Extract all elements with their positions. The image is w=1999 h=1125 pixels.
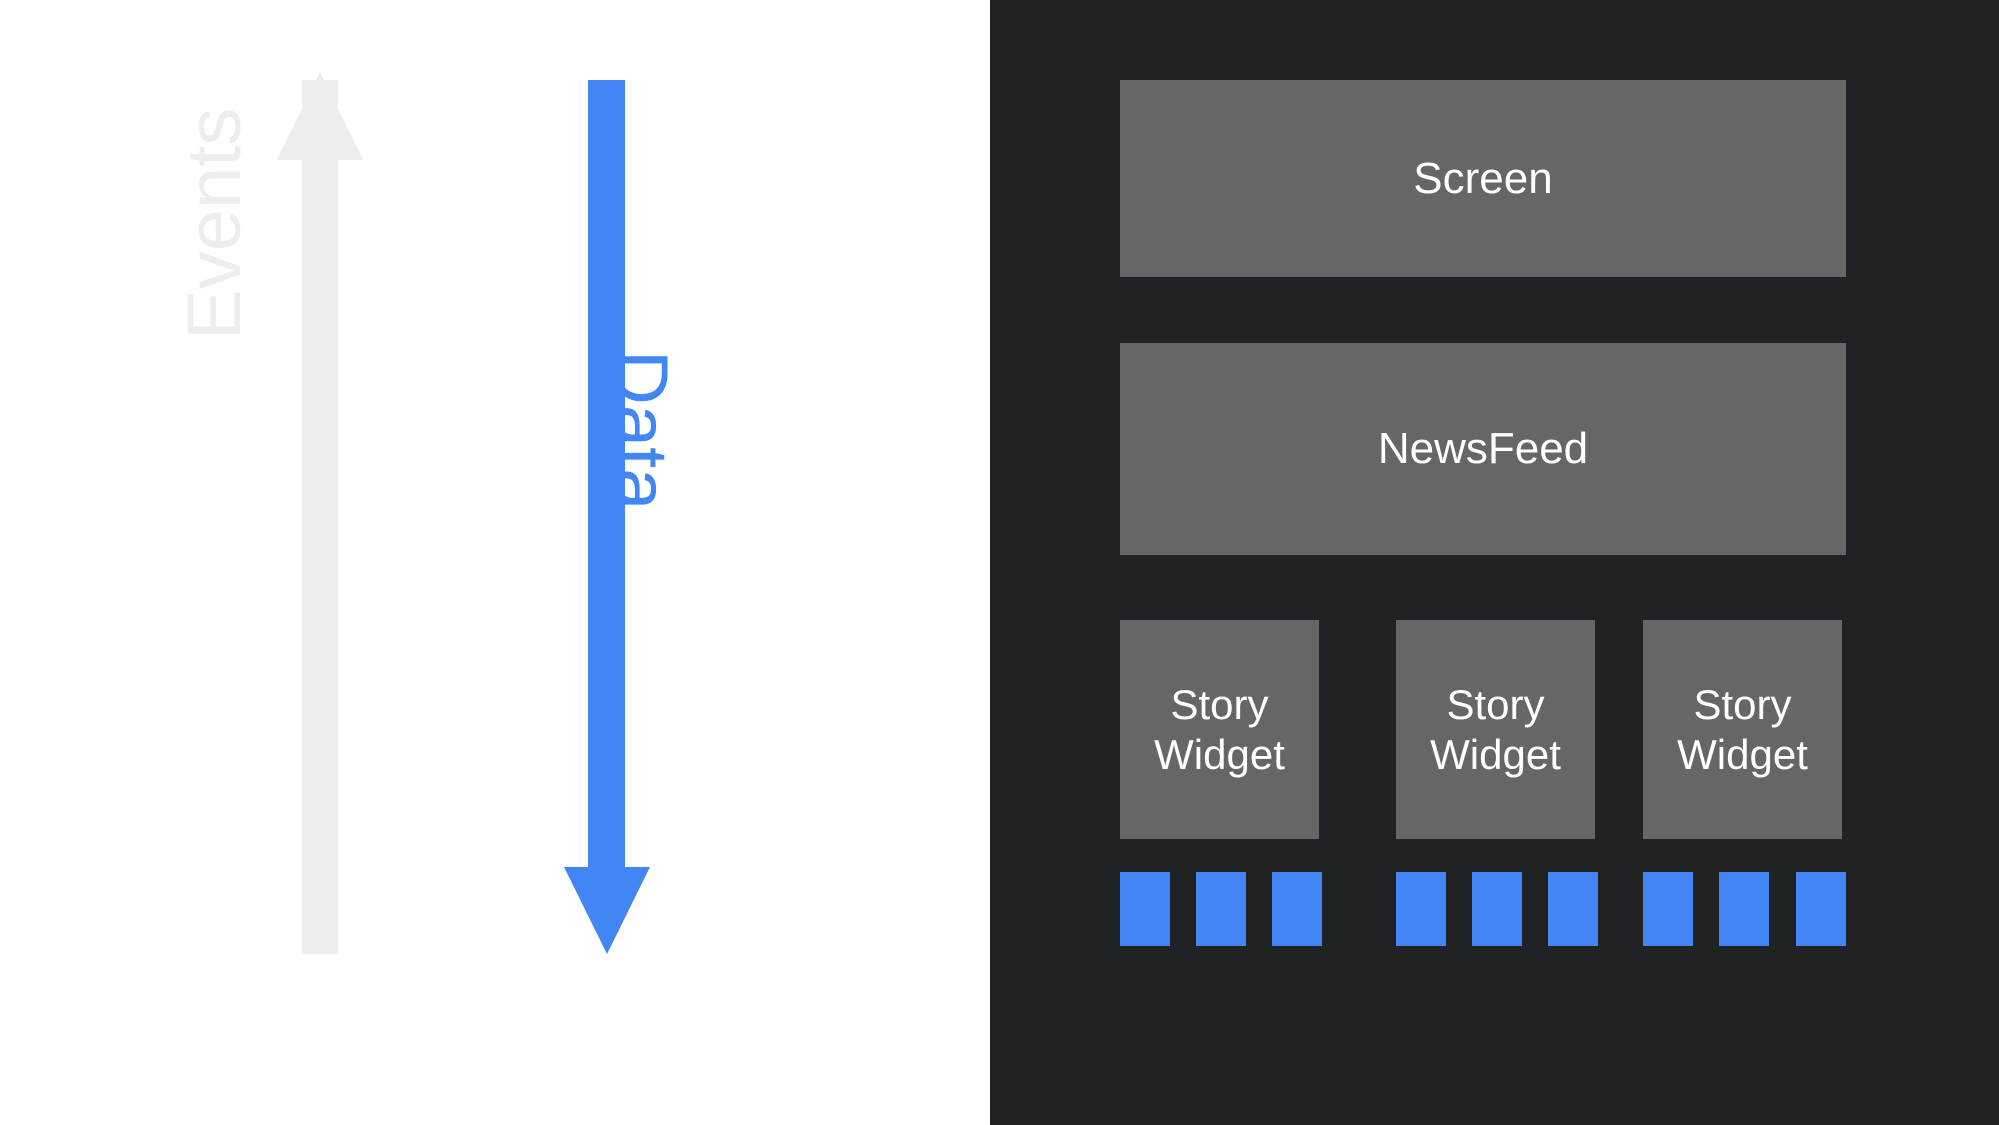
- events-arrow-icon: [277, 72, 363, 954]
- leaf-square-1-1[interactable]: [1472, 872, 1522, 946]
- events-label: Events: [172, 107, 257, 340]
- leaf-square-2-0[interactable]: [1643, 872, 1693, 946]
- newsfeed-node[interactable]: NewsFeed: [1120, 343, 1846, 555]
- leaf-square-0-1[interactable]: [1196, 872, 1246, 946]
- data-arrow-icon: [564, 80, 650, 954]
- leaf-square-2-2[interactable]: [1796, 872, 1846, 946]
- story-widget-label-line1-1: Story: [1446, 680, 1545, 728]
- leaf-square-0-2[interactable]: [1272, 872, 1322, 946]
- story-widget-label-line2-2: Widget: [1677, 730, 1808, 778]
- data-label: Data: [598, 350, 683, 511]
- data-label-container: Data: [598, 350, 690, 511]
- screen-node[interactable]: Screen: [1120, 80, 1846, 277]
- events-label-container: Events: [172, 108, 257, 350]
- story-widget-label-line2-1: Widget: [1430, 730, 1561, 778]
- leaf-square-1-0[interactable]: [1396, 872, 1446, 946]
- newsfeed-node-label: NewsFeed: [1377, 424, 1589, 473]
- leaf-square-2-1[interactable]: [1719, 872, 1769, 946]
- story-widget-label-line1-0: Story: [1170, 680, 1269, 728]
- leaf-square-1-2[interactable]: [1548, 872, 1598, 946]
- leaf-square-0-0[interactable]: [1120, 872, 1170, 946]
- screen-node-label: Screen: [1413, 153, 1553, 203]
- flow-panel: Events Data: [0, 0, 990, 1125]
- story-widget-label-line2-0: Widget: [1154, 730, 1285, 778]
- story-widget-label-line1-2: Story: [1693, 680, 1792, 728]
